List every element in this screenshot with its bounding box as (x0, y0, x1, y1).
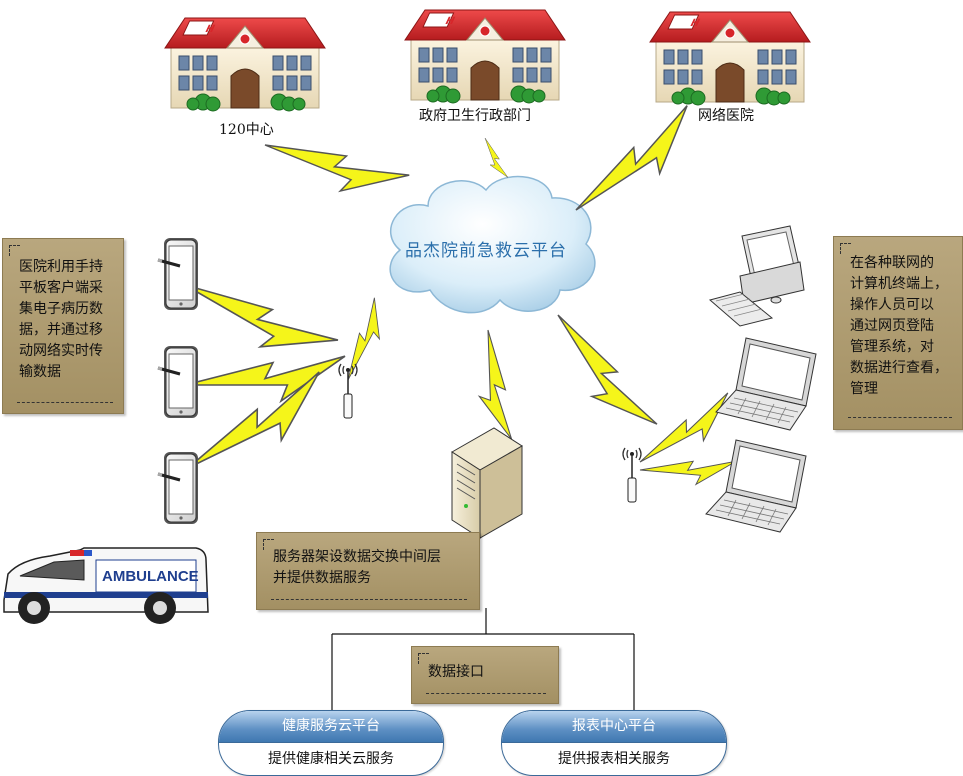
antenna-icon-left (338, 363, 358, 419)
platform-health-cloud: 健康服务云平台 提供健康相关云服务 (218, 710, 444, 776)
note-left-line: 平板客户端采 (19, 280, 103, 296)
note-right-line: 计算机终端上， (850, 276, 948, 292)
platform-report-center: 报表中心平台 提供报表相关服务 (501, 710, 727, 776)
note-right-line: 管理系统，对 (850, 339, 934, 355)
lightning-120 (258, 120, 410, 214)
note-left-line: 输数据 (19, 364, 61, 380)
tablet-icon-1 (156, 236, 200, 312)
note-data-interface: 数据接口 (411, 646, 559, 704)
note-server-line: 服务器架设数据交换中间层 (273, 549, 441, 565)
note-right-line: 操作人员可以 (850, 297, 934, 313)
platform-desc: 提供健康相关云服务 (268, 751, 394, 767)
antenna-icon-right (622, 447, 642, 503)
note-left-line: 据，并通过移 (19, 322, 103, 338)
label-120-center: 120中心 (219, 122, 274, 138)
desktop-computer-icon (708, 225, 805, 327)
ambulance-icon (3, 547, 209, 624)
data-interface-label: 数据接口 (428, 664, 484, 680)
lightning-tablet-1 (176, 259, 339, 380)
note-server: 服务器架设数据交换中间层 并提供数据服务 (256, 532, 480, 610)
tablet-icon-3 (156, 450, 200, 526)
platform-title: 健康服务云平台 (219, 711, 443, 743)
server-icon (451, 427, 523, 539)
note-right-terminals: 在各种联网的 计算机终端上， 操作人员可以 通过网页登陆 管理系统，对 数据进行… (833, 236, 963, 430)
lightning-network (560, 104, 711, 224)
note-right-line: 管理 (850, 381, 878, 397)
note-left-line: 医院利用手持 (19, 259, 103, 275)
cloud-icon (389, 175, 596, 314)
lightning-gov (480, 135, 509, 183)
note-left-line: 动网络实时传 (19, 343, 103, 359)
lightning-cloud-server (476, 328, 513, 441)
label-network-hospital: 网络医院 (698, 108, 754, 124)
lightning-tablet-3 (174, 371, 340, 484)
note-server-line: 并提供数据服务 (273, 570, 371, 586)
hospital-icon-gov (404, 9, 566, 104)
hospital-icon-network (649, 11, 811, 106)
tablet-icon-2 (156, 344, 200, 420)
connector-lines (331, 608, 635, 712)
lightning-tablet-2 (184, 355, 346, 402)
hospital-icon-120 (164, 17, 326, 112)
note-left-tablets: 医院利用手持 平板客户端采 集电子病历数 据，并通过移 动网络实时传 输数据 (2, 238, 124, 414)
laptop-icon-1 (715, 337, 817, 431)
note-right-line: 通过网页登陆 (850, 318, 934, 334)
label-gov-health-dept: 政府卫生行政部门 (419, 108, 531, 124)
note-right-line: 在各种联网的 (850, 255, 934, 271)
laptop-icon-2 (705, 439, 807, 533)
platform-desc: 提供报表相关服务 (558, 751, 670, 767)
ambulance-text: AMBULANCE (102, 568, 199, 585)
lightning-cloud-right-antenna (544, 300, 658, 447)
lightning-laptop-2 (638, 452, 737, 489)
cloud-platform-label: 品杰院前急救云平台 (405, 241, 567, 261)
platform-title: 报表中心平台 (502, 711, 726, 743)
note-right-line: 数据进行查看， (850, 360, 948, 376)
note-left-line: 集电子病历数 (19, 301, 103, 317)
